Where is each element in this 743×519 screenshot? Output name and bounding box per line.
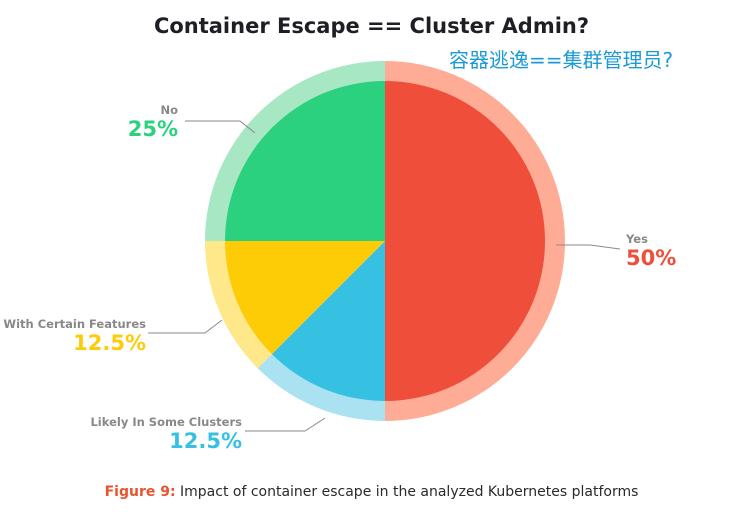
slice-name-likely-in-some-clusters: Likely In Some Clusters bbox=[90, 415, 242, 429]
slice-label-with-certain-features: With Certain Features 12.5% bbox=[0, 317, 146, 355]
chart-subtitle: 容器逃逸==集群管理员? bbox=[449, 48, 674, 72]
leader-line-likely-in-some-clusters bbox=[245, 417, 326, 432]
pie-slice-yes bbox=[385, 81, 545, 401]
slice-label-likely-in-some-clusters: Likely In Some Clusters 12.5% bbox=[90, 415, 242, 453]
leader-line-no bbox=[185, 120, 256, 134]
slice-name-no: No bbox=[160, 103, 178, 117]
slice-value-with-certain-features: 12.5% bbox=[73, 331, 146, 355]
slice-value-likely-in-some-clusters: 12.5% bbox=[169, 429, 242, 453]
slice-name-with-certain-features: With Certain Features bbox=[3, 317, 146, 331]
slice-label-yes: Yes 50% bbox=[626, 232, 676, 270]
pie-slice-no bbox=[225, 81, 385, 241]
leader-line-with-certain-features bbox=[148, 319, 223, 334]
slice-value-no: 25% bbox=[127, 117, 178, 141]
pie-slice-likely-in-some-clusters bbox=[271, 241, 385, 401]
leader-line-yes bbox=[556, 244, 621, 250]
figure-caption: Figure 9: Impact of container escape in … bbox=[0, 484, 743, 500]
pie-slice-with-certain-features bbox=[224, 241, 385, 355]
slice-label-no: No 25% bbox=[118, 103, 178, 141]
slice-value-yes: 50% bbox=[626, 246, 677, 270]
slice-name-yes: Yes bbox=[626, 232, 648, 246]
figure-label: Figure 9: bbox=[104, 484, 176, 500]
chart-title: Container Escape == Cluster Admin? bbox=[153, 14, 590, 38]
figure-caption-text: Impact of container escape in the analyz… bbox=[175, 484, 639, 500]
